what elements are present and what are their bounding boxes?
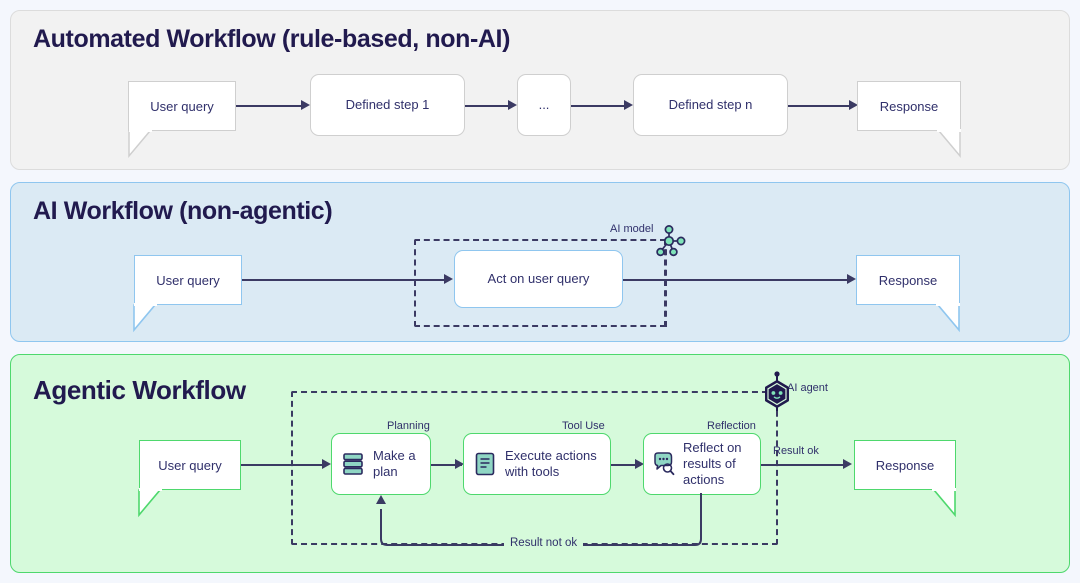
user-query-bubble-1: User query [127,81,236,159]
ai-model-icon [656,225,686,257]
caption-tool-use: Tool Use [562,420,605,432]
arrowhead-3c [635,459,644,469]
ai-model-group-divider [665,239,667,327]
bubble-tail-icon [932,488,956,518]
panel-automated-workflow: User query Automated Workflow (rule-base… [10,10,1070,170]
arrowhead-1a [301,100,310,110]
speech-search-icon [654,452,675,476]
response-label-1: Response [879,98,939,114]
reflect-on-results-label: Reflect on results of actions [683,439,742,488]
ai-agent-group-label: AI agent [787,382,828,394]
response-label-2: Response [878,272,938,288]
response-label-3: Response [875,457,935,473]
defined-step-1-label: Defined step 1 [345,96,430,112]
bubble-tail-icon [138,488,163,518]
layers-icon [343,453,363,475]
arrowhead-1d [849,100,858,110]
arrowhead-2a [444,274,453,284]
page-title-ai-workflow: AI Workflow (non-agentic) [33,197,333,225]
arrowhead-3a [322,459,331,469]
response-bubble-2: Response [856,255,960,333]
connector-1b [465,105,513,107]
connector-2a [242,279,449,281]
defined-step-1-box: Defined step 1 [310,74,465,136]
act-on-user-query-box: Act on user query [454,250,623,308]
reflect-on-results-content: Reflect on results of actions [644,440,760,489]
panel-agentic-workflow: Agentic Workflow AI agent Planning Tool … [10,354,1070,573]
arrowhead-1c [624,100,633,110]
user-query-label-3: User query [158,457,222,473]
act-on-user-query-label: Act on user query [487,270,590,286]
connector-3a [241,464,327,466]
ai-model-group-label: AI model [610,223,654,235]
make-a-plan-box: Make a plan [331,433,431,495]
connector-1a [236,105,306,107]
reflect-on-results-box: Reflect on results of actions [643,433,761,495]
connector-result-ok [761,464,848,466]
connector-2b [623,279,852,281]
ai-agent-icon [765,371,789,411]
arrowhead-2b [847,274,856,284]
execute-actions-content: Execute actions with tools [464,448,610,481]
caption-planning: Planning [387,420,430,432]
execute-actions-box: Execute actions with tools [463,433,611,495]
bubble-tail-icon [133,303,158,333]
user-query-label-1: User query [150,98,214,114]
arrowhead-3b [455,459,464,469]
connector-3c [611,464,641,466]
user-query-bubble-3: User query [138,440,241,518]
arrowhead-result-not-ok [375,495,386,504]
user-query-label-2: User query [156,272,220,288]
arrowhead-1b [508,100,517,110]
panel-ai-workflow: AI Workflow (non-agentic) User query AI … [10,182,1070,342]
defined-step-n-label: Defined step n [668,96,753,112]
defined-step-n-box: Defined step n [633,74,788,136]
bubble-tail-icon [937,129,961,159]
edge-label-result-ok: Result ok [773,445,819,457]
page-title-agentic-workflow: Agentic Workflow [33,375,246,405]
response-bubble-1: Response [857,81,961,159]
bubble-tail-icon [936,303,960,333]
connector-3b [431,464,462,466]
document-icon [475,452,495,476]
page-title-automated-workflow: Automated Workflow (rule-based, non-AI) [33,25,510,53]
execute-actions-label: Execute actions with tools [505,447,597,479]
user-query-bubble-2: User query [133,255,242,333]
connector-1d [788,105,854,107]
bubble-tail-icon [127,129,152,159]
edge-label-result-not-ok: Result not ok [504,537,584,549]
caption-reflection: Reflection [707,420,756,432]
arrowhead-result-ok [843,459,852,469]
make-a-plan-label: Make a plan [373,447,416,479]
connector-1c [571,105,629,107]
make-a-plan-content: Make a plan [332,448,430,481]
ellipsis-label: ... [538,96,550,112]
ellipsis-step-box: ... [517,74,571,136]
response-bubble-3: Response [854,440,956,518]
